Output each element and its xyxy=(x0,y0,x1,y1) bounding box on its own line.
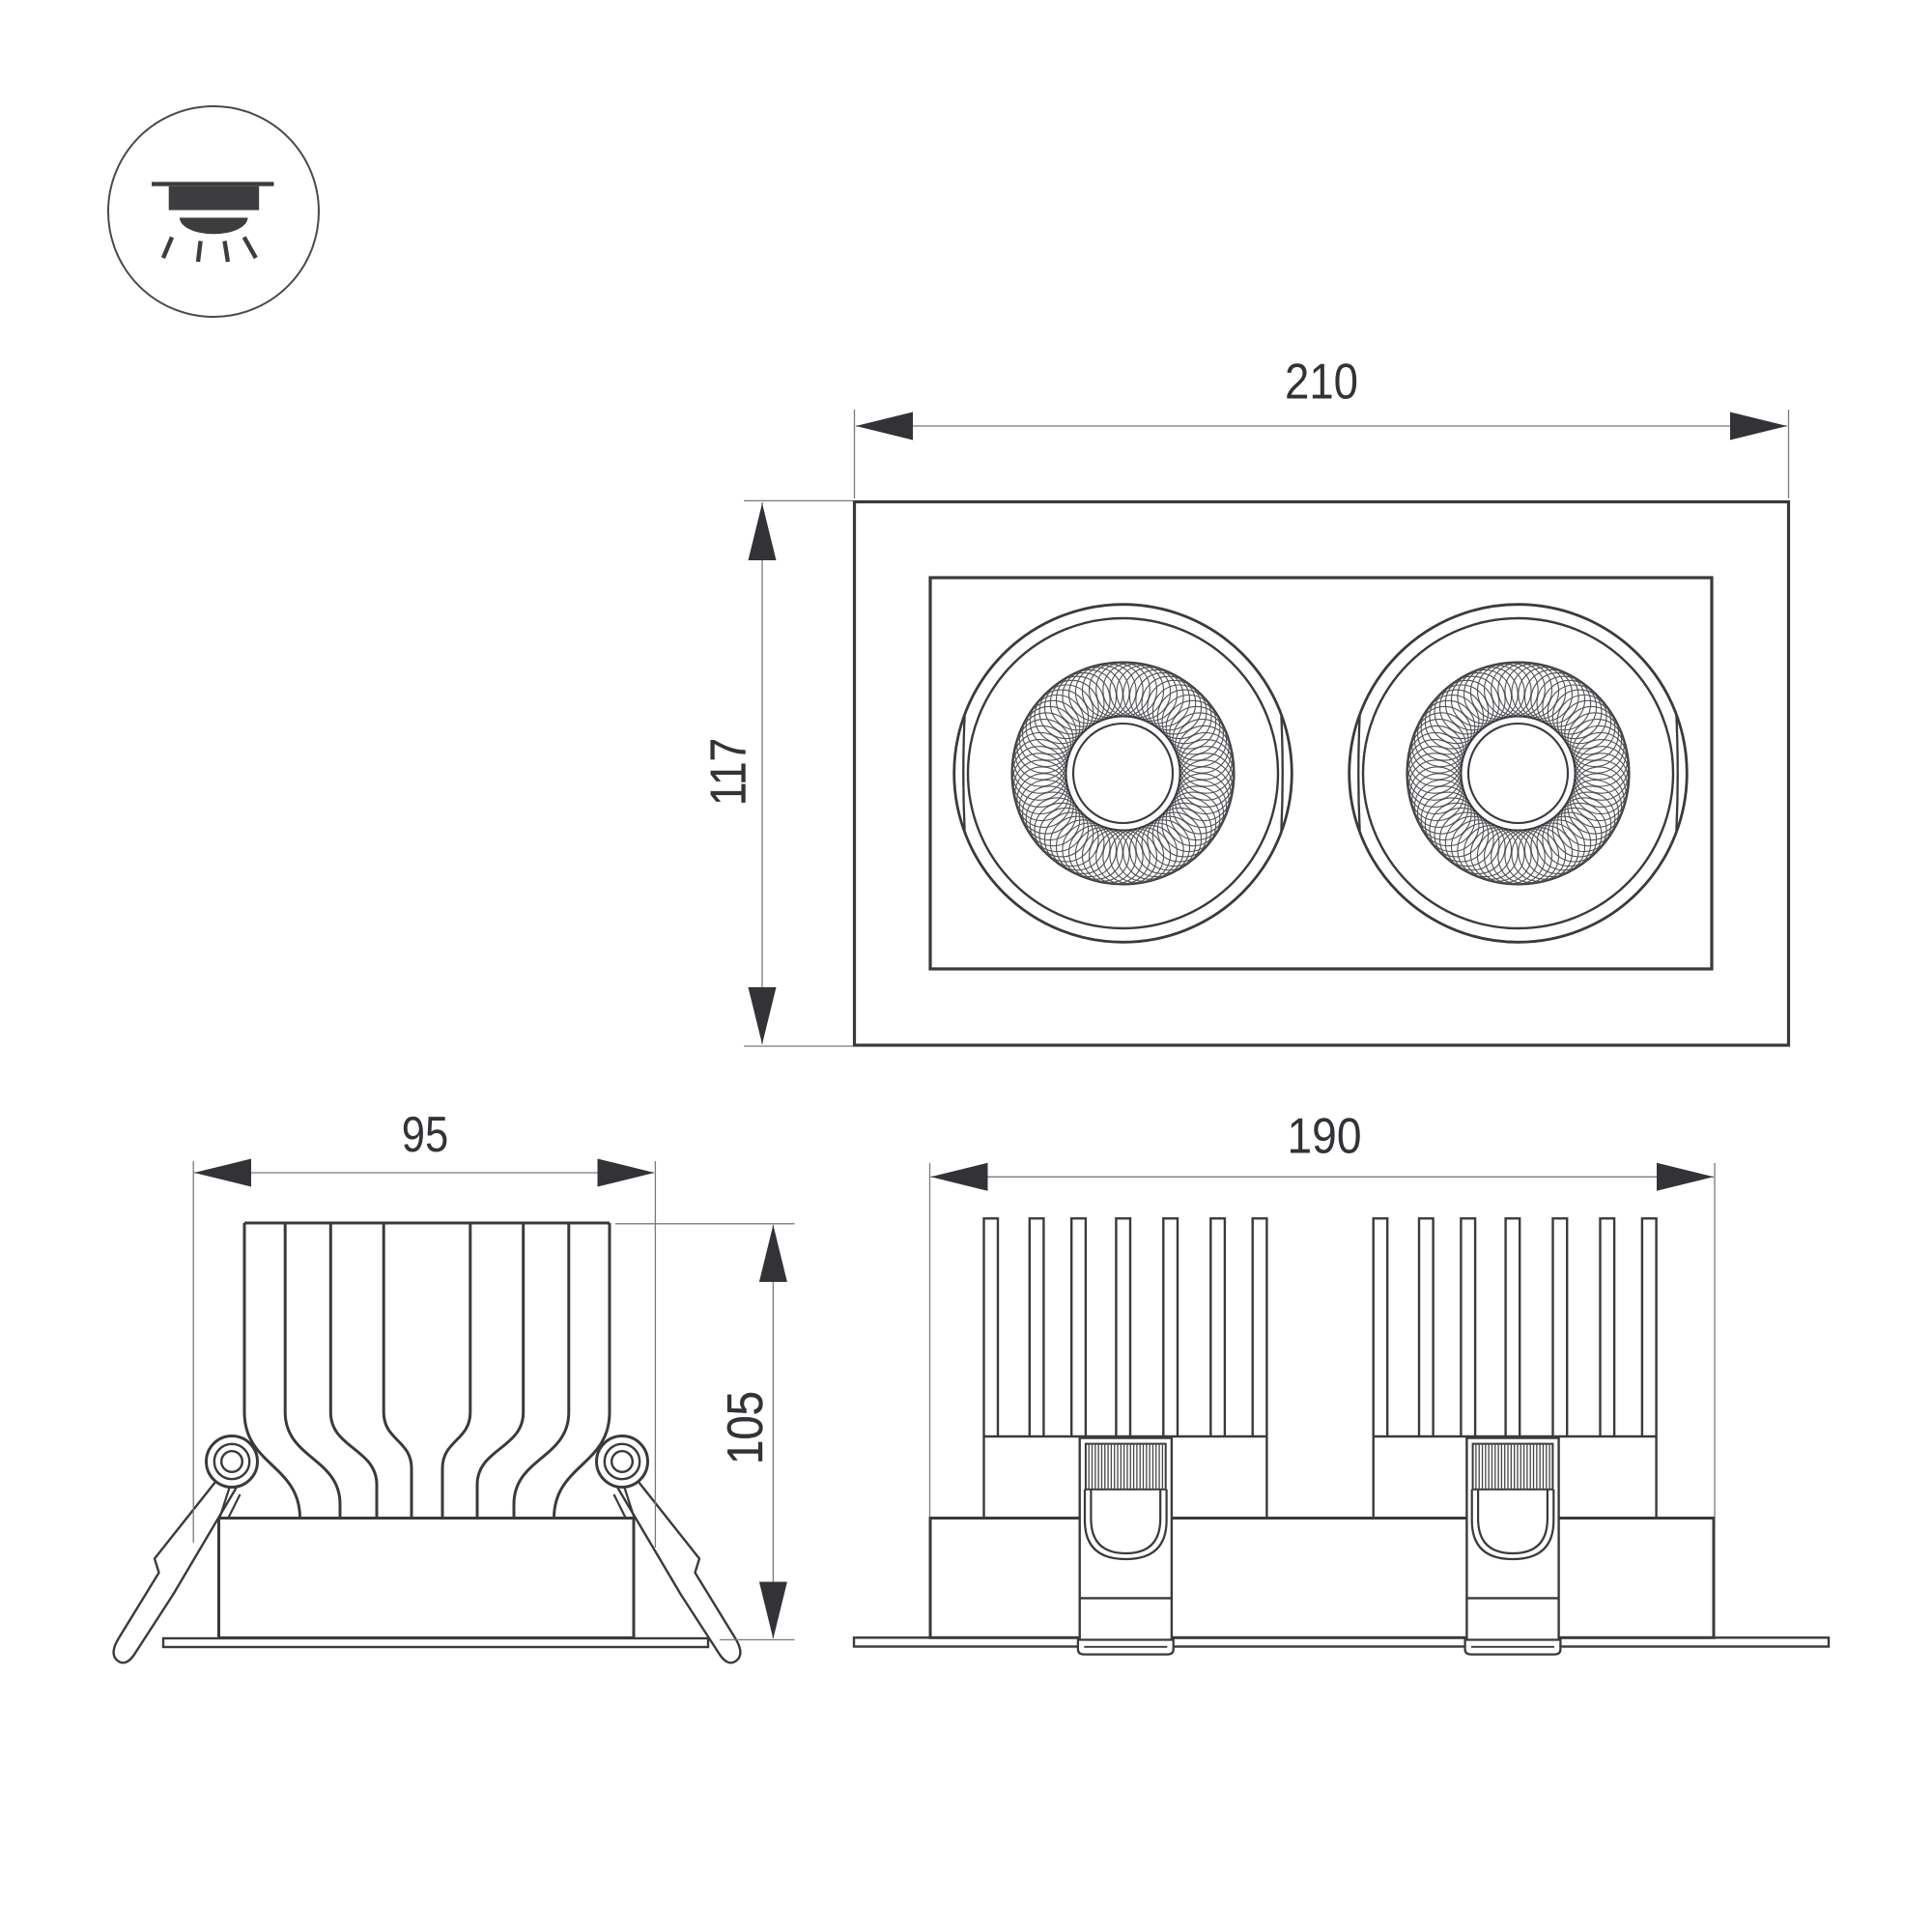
svg-text:190: 190 xyxy=(1288,1109,1362,1165)
svg-text:117: 117 xyxy=(701,738,757,806)
svg-text:105: 105 xyxy=(718,1391,774,1464)
svg-text:210: 210 xyxy=(1285,355,1358,411)
svg-text:95: 95 xyxy=(402,1107,449,1163)
